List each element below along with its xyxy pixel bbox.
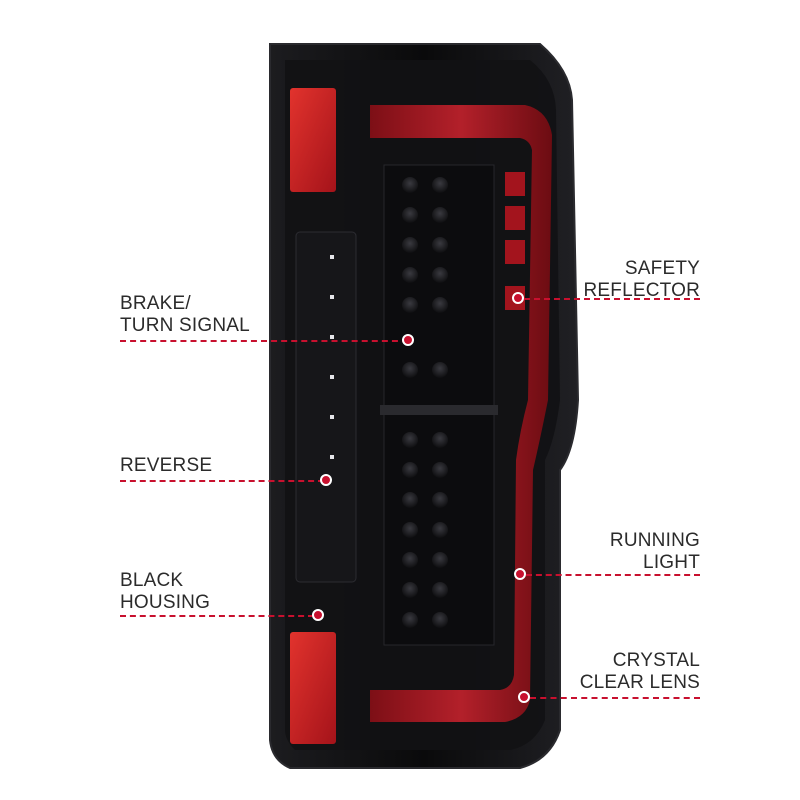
running-light-marker <box>514 568 526 580</box>
black-housing-leader-line <box>120 615 314 617</box>
safety-reflector-marker <box>512 292 524 304</box>
reverse-leader-line <box>120 480 324 482</box>
brake-turn-marker <box>402 334 414 346</box>
running-light-leader-line <box>526 574 700 576</box>
running-light-label: RUNNING LIGHT <box>609 530 700 573</box>
led-dots <box>402 177 448 628</box>
top-reflector <box>290 88 336 192</box>
crystal-clear-lens-marker <box>518 691 530 703</box>
brake-turn-signal-label: BRAKE/ TURN SIGNAL <box>120 293 250 336</box>
reverse-label: REVERSE <box>120 455 213 476</box>
safety-reflector-squares <box>505 172 525 310</box>
crystal-clear-lens-leader-line <box>530 697 700 699</box>
bottom-reflector <box>290 632 336 744</box>
reverse-marker <box>320 474 332 486</box>
safety-reflector-label: SAFETY REFLECTOR <box>583 258 700 301</box>
safety-reflector-leader-line <box>524 298 700 300</box>
center-divider <box>380 405 498 415</box>
reverse-led-dots <box>330 255 334 459</box>
running-light-bar <box>370 105 552 722</box>
brake-turn-leader-line <box>120 340 408 342</box>
black-housing-label: BLACK HOUSING <box>120 570 211 613</box>
reverse-panel <box>295 231 357 583</box>
crystal-clear-lens-label: CRYSTAL CLEAR LENS <box>579 650 700 693</box>
black-housing-marker <box>312 609 324 621</box>
